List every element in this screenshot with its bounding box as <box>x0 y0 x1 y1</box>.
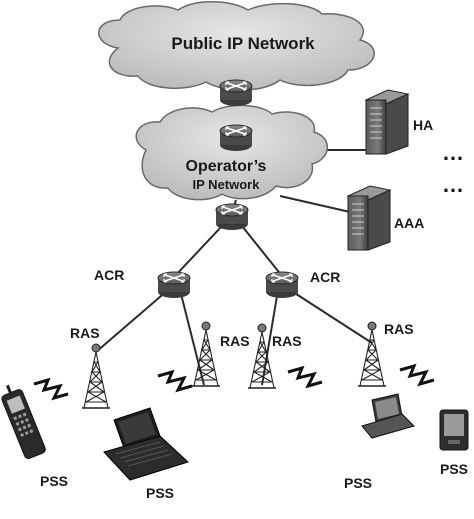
ras-label-3: RAS <box>272 333 302 349</box>
acr-right-label: ACR <box>310 269 340 285</box>
router-operator-edge <box>215 203 249 231</box>
pda-device <box>439 409 469 451</box>
ras-tower-1 <box>81 343 111 409</box>
ras-tower-4 <box>357 321 387 387</box>
wireless-link-3 <box>286 366 324 388</box>
router-public-gateway <box>219 79 253 107</box>
laptop-small-device <box>361 393 415 439</box>
router-acr-right <box>265 271 299 299</box>
operator-ip-network-cloud: Operator’s IP Network <box>135 104 328 201</box>
ras-label-4: RAS <box>384 321 414 337</box>
aaa-server <box>346 185 392 251</box>
router-acr-left <box>157 271 191 299</box>
ras-label-1: RAS <box>70 325 100 341</box>
router-operator-core <box>219 124 253 152</box>
more-servers-ellipsis-2: … <box>442 172 464 197</box>
pss-label-1: PSS <box>40 473 68 489</box>
aaa-label: AAA <box>394 215 424 231</box>
public-ip-network-label: Public IP Network <box>171 34 315 53</box>
ras-label-2: RAS <box>220 333 250 349</box>
more-servers-ellipsis-1: … <box>442 140 464 165</box>
mobile-phone-device <box>1 384 46 460</box>
ha-server <box>364 89 410 155</box>
operator-network-label-line2: IP Network <box>193 177 261 192</box>
pss-label-2: PSS <box>146 485 174 501</box>
wireless-link-1 <box>32 378 70 400</box>
laptop-large-device <box>103 407 189 481</box>
ha-label: HA <box>413 117 433 133</box>
acr-left-label: ACR <box>94 267 124 283</box>
pss-label-3: PSS <box>344 475 372 491</box>
operator-network-label-line1: Operator’s <box>186 158 267 175</box>
wireless-link-2 <box>156 370 194 392</box>
public-ip-network-cloud: Public IP Network <box>98 1 375 91</box>
pss-label-4: PSS <box>440 461 468 477</box>
wireless-link-4 <box>398 364 436 386</box>
